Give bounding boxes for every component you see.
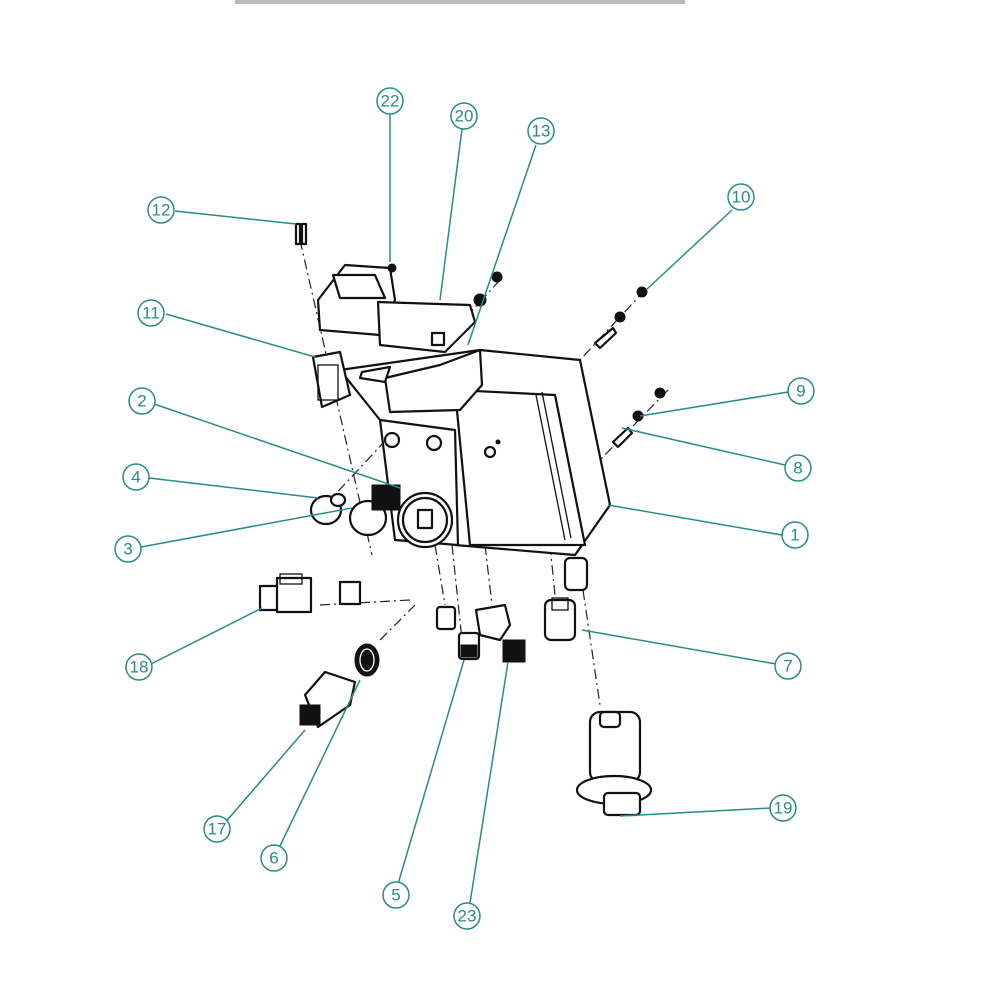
cable-gland-large[interactable] xyxy=(543,556,589,642)
balloon-17[interactable]: 17 xyxy=(203,815,231,843)
svg-text:11: 11 xyxy=(142,304,160,323)
leader-22 xyxy=(619,807,772,817)
leader-23 xyxy=(469,661,509,904)
fasteners-upper[interactable] xyxy=(473,271,648,350)
cropped-title-text xyxy=(235,0,685,4)
balloon-6[interactable]: 6 xyxy=(260,844,288,872)
leader-5 xyxy=(397,659,465,885)
balloon-18[interactable]: 18 xyxy=(125,653,153,681)
leader-17 xyxy=(222,729,306,826)
leader-18 xyxy=(150,607,263,665)
balloon-20[interactable]: 22 xyxy=(376,87,404,115)
leader-6 xyxy=(278,679,361,849)
round-indicator[interactable] xyxy=(396,491,454,549)
leader-8 xyxy=(621,427,786,466)
nut-upper xyxy=(636,286,648,298)
svg-text:8: 8 xyxy=(793,459,802,478)
pin[interactable] xyxy=(294,222,308,246)
svg-text:3: 3 xyxy=(123,540,132,559)
balloon-7[interactable]: 7 xyxy=(774,652,802,680)
svg-text:7: 7 xyxy=(783,657,792,676)
svg-text:13: 13 xyxy=(532,122,551,141)
leader-19 xyxy=(439,128,463,301)
balloon-22[interactable]: 19 xyxy=(769,794,797,822)
svg-text:17: 17 xyxy=(208,820,227,839)
balloon-8[interactable]: 8 xyxy=(784,454,812,482)
svg-text:1: 1 xyxy=(790,526,799,545)
mounting-bracket[interactable] xyxy=(358,348,484,414)
svg-text:22: 22 xyxy=(381,92,400,111)
balloon-10[interactable]: 10 xyxy=(727,183,755,211)
svg-text:10: 10 xyxy=(732,188,751,207)
svg-text:2: 2 xyxy=(137,392,146,411)
balloon-4[interactable]: 4 xyxy=(122,463,150,491)
sensor-probe[interactable] xyxy=(575,710,653,817)
svg-text:18: 18 xyxy=(130,658,149,677)
cable-gland-side[interactable] xyxy=(354,643,380,677)
leader-lines xyxy=(140,113,789,904)
svg-text:19: 19 xyxy=(774,799,793,818)
top-module[interactable] xyxy=(376,300,477,354)
cover-cap[interactable] xyxy=(316,263,397,337)
selector-switch[interactable] xyxy=(371,484,401,511)
svg-text:4: 4 xyxy=(131,468,140,487)
svg-text:6: 6 xyxy=(269,849,278,868)
svg-text:20: 20 xyxy=(455,107,474,126)
balloon-19[interactable]: 20 xyxy=(450,102,478,130)
leader-1 xyxy=(607,504,783,536)
leader-7 xyxy=(581,629,777,665)
plug-connector[interactable] xyxy=(258,573,362,614)
leader-9 xyxy=(639,391,789,417)
clip-connector[interactable] xyxy=(474,603,526,663)
leader-10 xyxy=(645,209,733,291)
balloon-3[interactable]: 3 xyxy=(114,535,142,563)
balloon-12[interactable]: 12 xyxy=(147,196,175,224)
balloon-2[interactable]: 2 xyxy=(128,387,156,415)
leader-3 xyxy=(140,507,353,548)
svg-text:23: 23 xyxy=(458,907,477,926)
leader-13 xyxy=(467,144,537,346)
bolt-lower xyxy=(611,426,634,449)
balloon-5[interactable]: 5 xyxy=(382,881,410,909)
nut-top-module xyxy=(491,271,503,283)
balloon-9[interactable]: 9 xyxy=(787,377,815,405)
balloon-23[interactable]: 23 xyxy=(453,902,481,930)
leader-12 xyxy=(174,210,297,225)
svg-text:9: 9 xyxy=(796,382,805,401)
side-connector[interactable] xyxy=(299,670,357,729)
pushbutton-small[interactable] xyxy=(309,492,347,526)
terminal-housing[interactable] xyxy=(311,350,352,409)
balloon-11[interactable]: 11 xyxy=(137,299,165,327)
svg-text:5: 5 xyxy=(391,886,400,905)
leader-4 xyxy=(148,477,319,499)
fasteners-lower[interactable] xyxy=(611,387,666,449)
svg-text:12: 12 xyxy=(152,201,171,220)
balloon-13[interactable]: 13 xyxy=(527,117,555,145)
balloon-1[interactable]: 1 xyxy=(781,521,809,549)
leader-2 xyxy=(153,403,401,489)
leader-11 xyxy=(165,313,316,358)
cable-gland-small[interactable] xyxy=(435,605,481,661)
